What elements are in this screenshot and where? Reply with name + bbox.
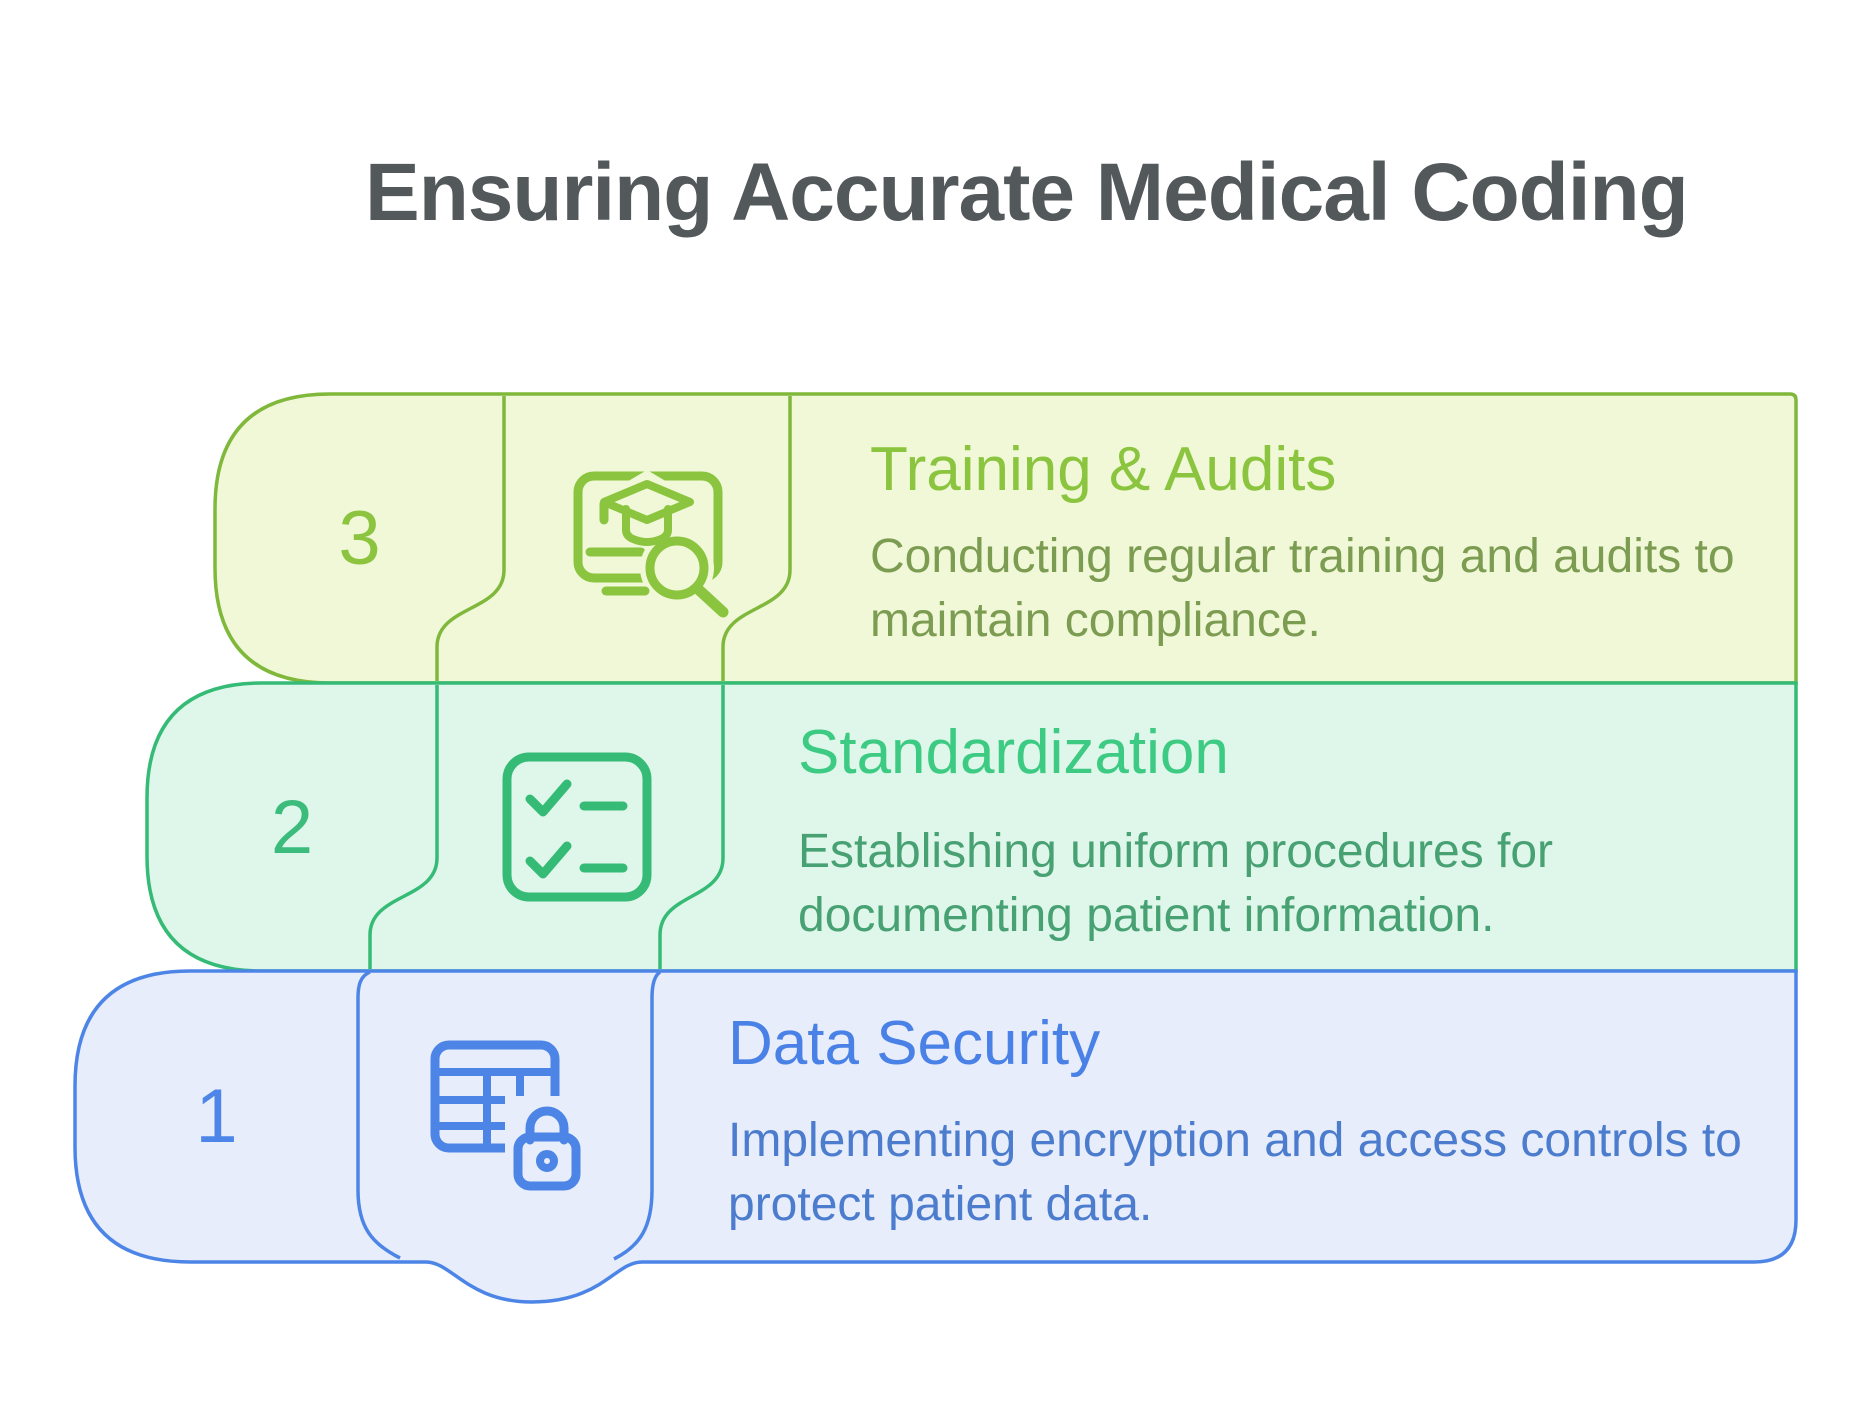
step1-description-line1: Implementing encryption and access contr… xyxy=(728,1114,1742,1167)
step3-description: Conducting regular training and audits t… xyxy=(870,525,1735,653)
cap-halo xyxy=(593,470,701,530)
step2-description-line2: documenting patient information. xyxy=(798,889,1495,942)
page-title: Ensuring Accurate Medical Coding xyxy=(365,147,1689,238)
magnifier-lens xyxy=(645,536,709,600)
step1-number-icon-divider xyxy=(356,970,401,1260)
step3-title: Training & Audits xyxy=(870,435,1337,504)
step2-number-icon-divider xyxy=(368,685,439,969)
standardization-checklist-icon xyxy=(502,752,652,902)
step1-description: Implementing encryption and access contr… xyxy=(728,1109,1742,1237)
step2-description-line1: Establishing uniform procedures for xyxy=(798,825,1554,878)
graduation-cap-base xyxy=(622,505,672,546)
lock-body xyxy=(513,1132,581,1191)
lock-shackle xyxy=(525,1106,569,1145)
step3-icon-content-divider xyxy=(721,396,792,681)
data-security-icon xyxy=(430,1040,587,1196)
step1-description-line2: protect patient data. xyxy=(728,1178,1153,1231)
lock-keyhole xyxy=(536,1150,558,1172)
check-mark-1 xyxy=(525,779,572,817)
step1-number: 1 xyxy=(195,1074,238,1159)
step1-title: Data Security xyxy=(728,1009,1101,1078)
step3-description-line1: Conducting regular training and audits t… xyxy=(870,530,1735,583)
training-audits-icon xyxy=(573,470,729,618)
graduation-cap-top xyxy=(600,480,694,524)
step3-number: 3 xyxy=(338,496,381,581)
checklist-box xyxy=(502,752,652,902)
magnifier-handle xyxy=(692,583,729,618)
step2-title: Standardization xyxy=(798,718,1229,787)
step2-description: Establishing uniform procedures for docu… xyxy=(798,820,1553,948)
check-mark-2 xyxy=(525,841,572,879)
step3-description-line2: maintain compliance. xyxy=(870,594,1321,647)
step2-number: 2 xyxy=(270,784,314,870)
step3-band xyxy=(213,392,1798,685)
step1-icon-content-divider xyxy=(613,970,662,1261)
step2-icon-content-divider xyxy=(658,685,725,969)
step1-band xyxy=(73,969,1798,1304)
step3-number-icon-divider xyxy=(435,396,506,681)
